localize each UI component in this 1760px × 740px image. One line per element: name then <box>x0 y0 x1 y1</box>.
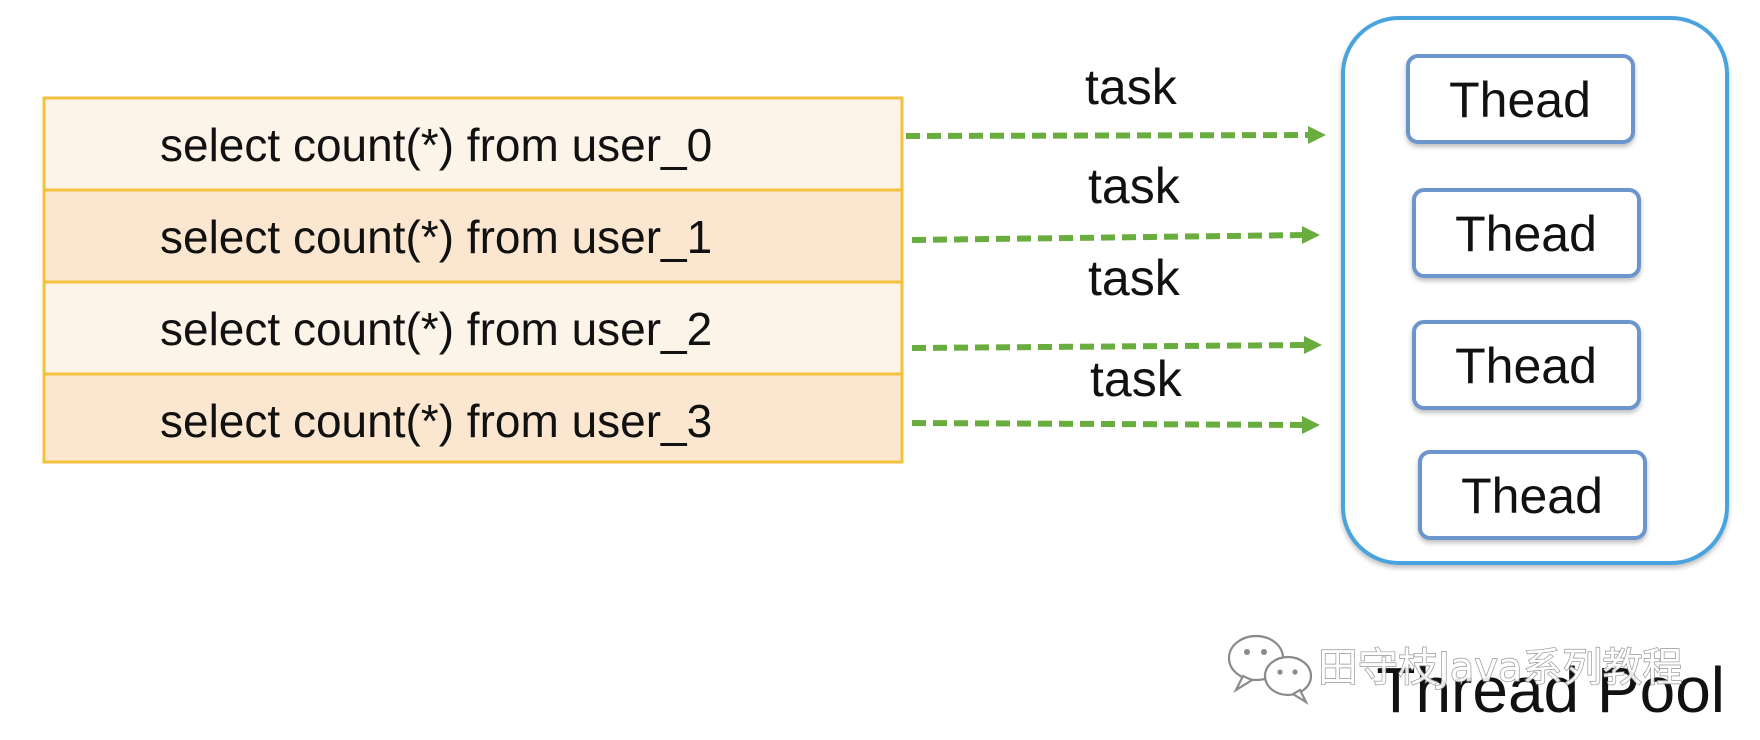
task-arrowhead-3 <box>1302 416 1320 434</box>
thread-box-3: Thead <box>1418 450 1647 540</box>
thread-pool-container <box>1341 16 1729 565</box>
task-arrow-3 <box>911 420 1307 428</box>
thread-box-3-label: Thead <box>1461 468 1603 524</box>
query-row-3-bg <box>42 372 904 464</box>
task-arrowhead-1 <box>1302 226 1320 244</box>
query-row-1-bg <box>42 188 904 284</box>
query-table: select count(*) from user_0 select count… <box>42 96 904 464</box>
task-label-2: task <box>1088 250 1181 306</box>
task-arrow-0 <box>905 132 1313 139</box>
task-label-3: task <box>1090 351 1183 407</box>
task-label-0: task <box>1085 59 1178 115</box>
query-row-0-bg <box>42 96 904 192</box>
task-label-1: task <box>1088 158 1181 214</box>
watermark: 田守枝Java系列教程 <box>1227 634 1683 705</box>
thread-box-2: Thead <box>1412 320 1641 410</box>
query-row-1-text: select count(*) from user_1 <box>160 211 712 263</box>
task-arrowhead-2 <box>1304 336 1322 354</box>
query-row-0-text: select count(*) from user_0 <box>160 119 712 171</box>
thread-box-0-label: Thead <box>1449 72 1591 128</box>
task-arrow-1 <box>911 232 1307 243</box>
wechat-icon <box>1227 634 1313 705</box>
task-arrowhead-0 <box>1308 126 1326 144</box>
query-row-3-text: select count(*) from user_3 <box>160 395 712 447</box>
thread-box-0: Thead <box>1406 54 1635 144</box>
task-arrowheads <box>1302 126 1326 434</box>
thread-box-2-label: Thead <box>1455 338 1597 394</box>
query-row-2-bg <box>42 280 904 376</box>
thread-box-1: Thead <box>1412 188 1641 278</box>
thread-pool-label: Thread Pool <box>1376 654 1725 726</box>
thread-box-1-label: Thead <box>1455 206 1597 262</box>
task-arrow-2 <box>911 342 1309 351</box>
task-arrows <box>905 132 1313 428</box>
query-row-2-text: select count(*) from user_2 <box>160 303 712 355</box>
watermark-text: 田守枝Java系列教程 <box>1318 645 1683 691</box>
